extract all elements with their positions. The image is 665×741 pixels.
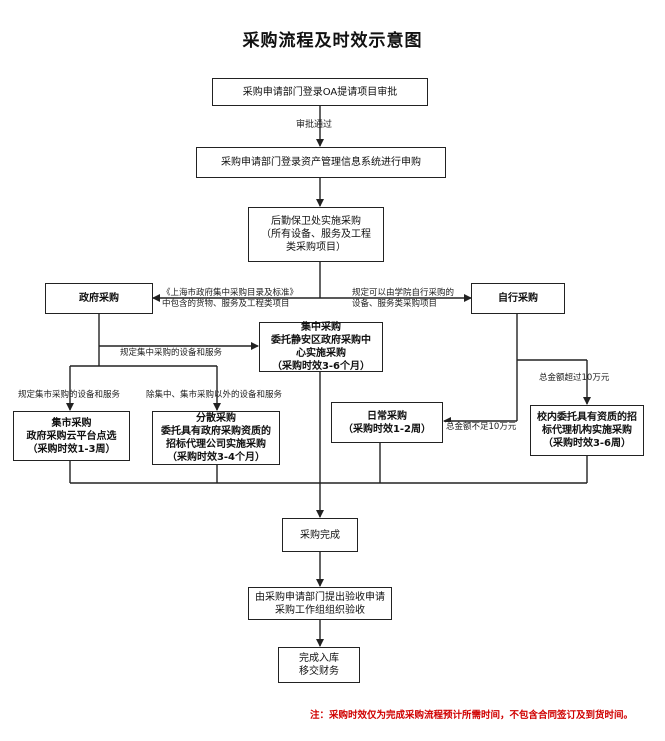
node-oa-login: 采购申请部门登录OA提请项目审批 — [212, 78, 428, 106]
page-title: 采购流程及时效示意图 — [242, 31, 423, 51]
node-daily: 日常采购（采购时效1-2周） — [331, 402, 443, 443]
node-dispersed: 分散采购委托具有政府采购资质的招标代理公司实施采购（采购时效3-4个月） — [152, 411, 280, 465]
label-under-100k: 总金额不足10万元 — [446, 422, 517, 433]
node-logistics: 后勤保卫处实施采购（所有设备、服务及工程类采购项目） — [248, 207, 384, 262]
node-warehouse: 完成入库移交财务 — [278, 647, 360, 683]
label-except-rule: 除集中、集市采购以外的设备和服务 — [146, 390, 283, 400]
node-centralized: 集中采购委托静安区政府采购中心实施采购（采购时效3-6个月） — [259, 322, 383, 372]
node-acceptance: 由采购申请部门提出验收申请采购工作组组织验收 — [248, 587, 392, 620]
label-central-rule: 规定集中采购的设备和服务 — [120, 348, 223, 358]
node-asset-system: 采购申请部门登录资产管理信息系统进行申购 — [196, 147, 446, 178]
node-self-purchase: 自行采购 — [471, 283, 565, 314]
label-market-rule: 规定集市采购的设备和服务 — [18, 390, 121, 400]
node-gov-purchase: 政府采购 — [45, 283, 153, 314]
label-approved: 审批通过 — [296, 120, 333, 130]
footer-note: 注：采购时效仅为完成采购流程预计所需时间，不包含合同签订及到货时间。 — [310, 710, 634, 721]
node-complete: 采购完成 — [282, 518, 358, 552]
label-over-100k: 总金额超过10万元 — [539, 373, 610, 383]
node-market: 集市采购政府采购云平台点选（采购时效1-3周） — [13, 411, 130, 461]
label-self-rule: 规定可以由学院自行采购的设备、服务类采购项目 — [352, 288, 455, 309]
label-gov-catalog: 《上海市政府集中采购目录及标准》中包含的货物、服务及工程类项目 — [162, 288, 299, 309]
node-school-agent: 校内委托具有资质的招标代理机构实施采购（采购时效3-6周） — [530, 405, 644, 456]
